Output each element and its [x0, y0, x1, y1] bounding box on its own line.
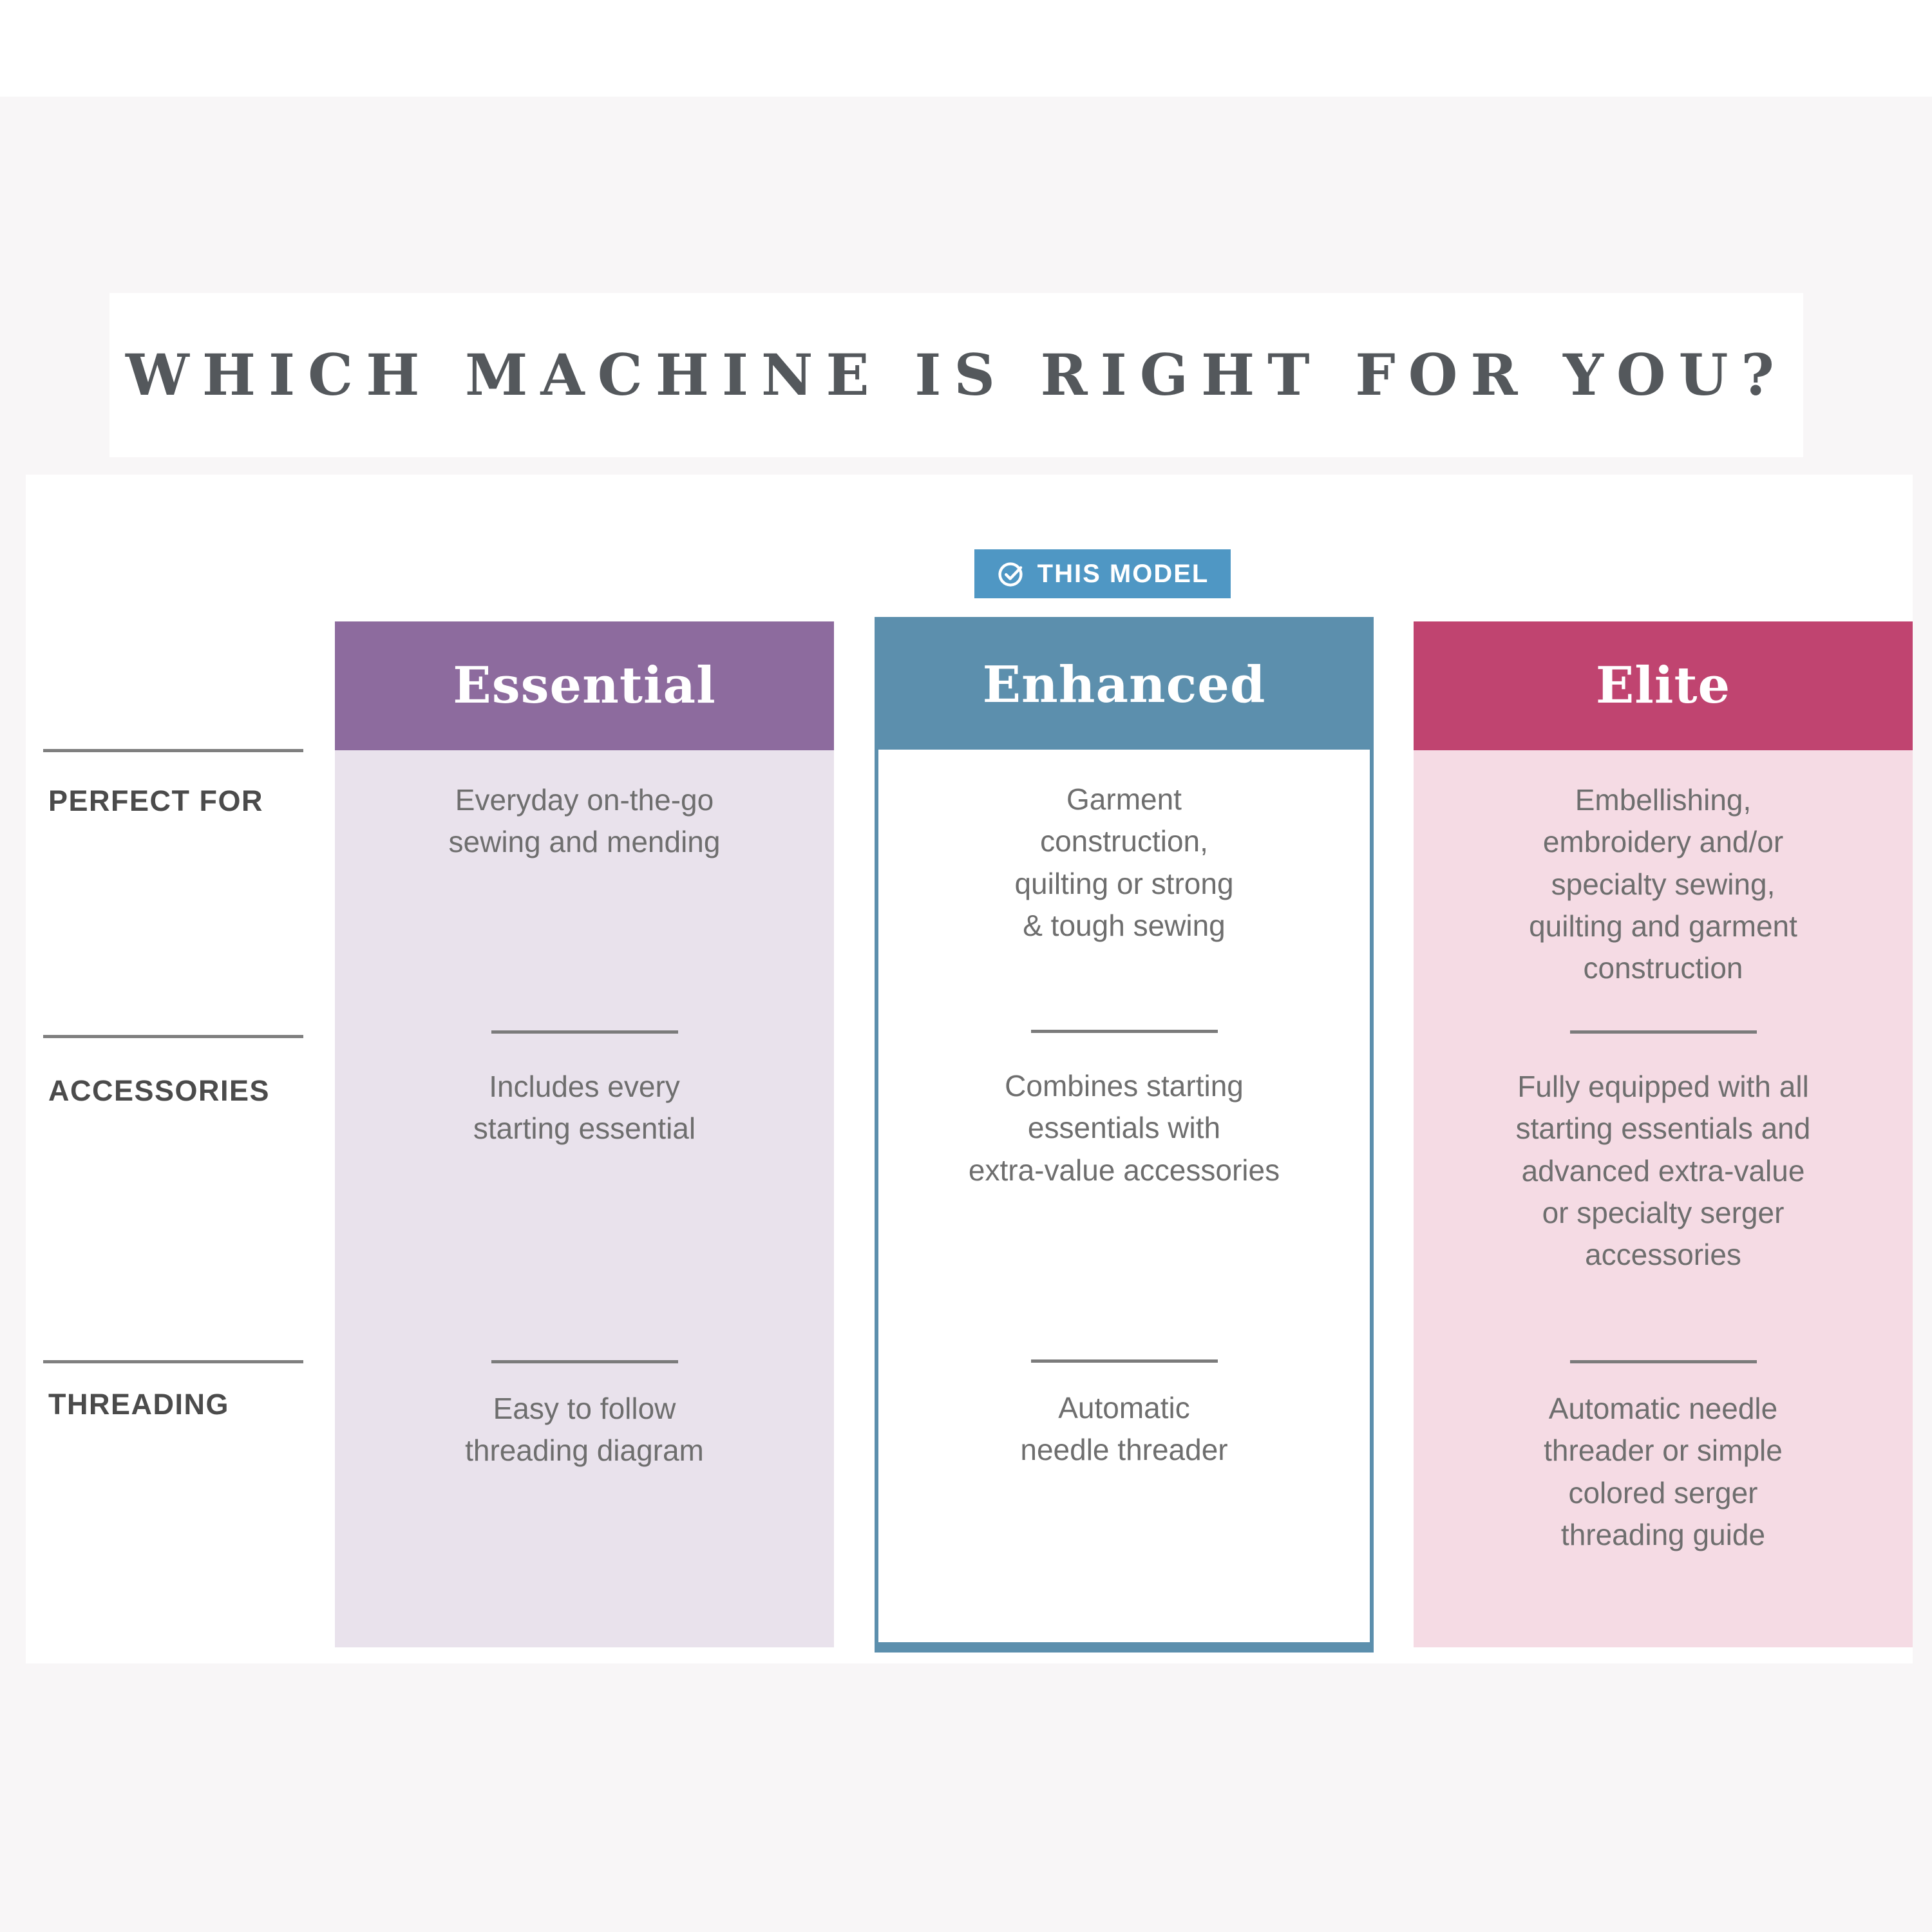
enhanced-threading-cell: Automatic needle threader	[878, 1387, 1370, 1472]
enhanced-perfect-for-text: Garment construction, quilting or strong…	[1014, 782, 1234, 942]
elite-accessories-text: Fully equipped with all starting essenti…	[1515, 1070, 1811, 1272]
enhanced-divider-threading	[1030, 1359, 1218, 1363]
elite-accessories-cell: Fully equipped with all starting essenti…	[1414, 1066, 1913, 1276]
enhanced-accessories-text: Combines starting essentials with extra-…	[968, 1069, 1280, 1187]
elite-perfect-for-text: Embellishing, embroidery and/or specialt…	[1529, 783, 1797, 985]
enhanced-perfect-for-cell: Garment construction, quilting or strong…	[878, 779, 1370, 947]
essential-threading-cell: Easy to follow threading diagram	[335, 1388, 834, 1472]
essential-divider-threading	[491, 1360, 678, 1363]
elite-divider-accessories	[1569, 1030, 1757, 1034]
check-circle-icon	[998, 562, 1023, 587]
page-title: WHICH MACHINE IS RIGHT FOR YOU?	[126, 341, 1787, 408]
column-essential-title: Essential	[453, 656, 716, 715]
essential-threading-text: Easy to follow threading diagram	[465, 1392, 704, 1468]
essential-perfect-for-cell: Everyday on-the-go sewing and mending	[335, 779, 834, 864]
essential-accessories-cell: Includes every starting essential	[335, 1066, 834, 1150]
elite-divider-threading	[1569, 1360, 1757, 1363]
essential-perfect-for-text: Everyday on-the-go sewing and mending	[448, 783, 721, 859]
title-band: WHICH MACHINE IS RIGHT FOR YOU?	[109, 293, 1803, 457]
enhanced-threading-text: Automatic needle threader	[1020, 1391, 1228, 1467]
column-essential-header: Essential	[335, 621, 834, 750]
column-enhanced-header: Enhanced	[878, 621, 1370, 750]
row-label-accessories: ACCESSORIES	[48, 1074, 270, 1107]
enhanced-divider-accessories	[1030, 1030, 1218, 1033]
this-model-badge: THIS MODEL	[974, 549, 1231, 598]
column-essential: Essential Everyday on-the-go sewing and …	[335, 621, 834, 1647]
row-rule-accessories	[43, 1035, 303, 1038]
row-label-perfect-for: PERFECT FOR	[48, 784, 264, 817]
this-model-label: THIS MODEL	[1037, 559, 1209, 588]
column-elite-header: Elite	[1414, 621, 1913, 750]
column-elite-title: Elite	[1595, 656, 1731, 715]
row-rule-threading	[43, 1360, 303, 1363]
enhanced-accessories-cell: Combines starting essentials with extra-…	[878, 1065, 1370, 1191]
elite-threading-cell: Automatic needle threader or simple colo…	[1414, 1388, 1913, 1556]
row-label-threading: THREADING	[48, 1388, 229, 1421]
column-enhanced: Enhanced Garment construction, quilting …	[875, 617, 1374, 1653]
essential-divider-accessories	[491, 1030, 678, 1034]
elite-threading-text: Automatic needle threader or simple colo…	[1544, 1392, 1783, 1551]
column-enhanced-title: Enhanced	[982, 656, 1266, 714]
essential-accessories-text: Includes every starting essential	[473, 1070, 696, 1146]
column-elite: Elite Embellishing, embroidery and/or sp…	[1414, 621, 1913, 1647]
row-rule-perfect-for	[43, 749, 303, 752]
elite-perfect-for-cell: Embellishing, embroidery and/or specialt…	[1414, 779, 1913, 990]
